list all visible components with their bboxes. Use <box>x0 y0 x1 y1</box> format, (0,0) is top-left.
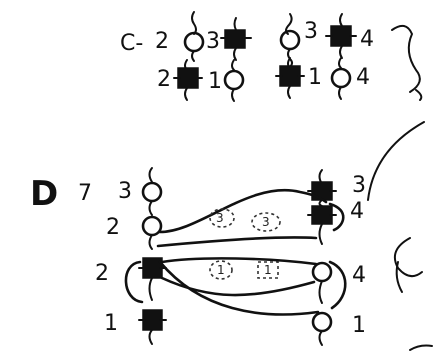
panel-c-top-label-3: 3 <box>304 19 318 44</box>
panel-d-dashed-label-2: 3 <box>262 215 270 229</box>
panel-d-pairing-loops <box>124 189 347 316</box>
panel-d-edge-stroke-3 <box>395 261 403 293</box>
panel-c-filled-chromosome-1 <box>220 17 252 61</box>
panel-c-top-label-1: 2 <box>155 29 169 54</box>
panel-c-filled-chromosome-3 <box>173 59 203 101</box>
panel-d-left-chain <box>138 167 167 345</box>
panel-d-left-label-2: 2 <box>106 215 120 240</box>
panel-d-edge-stroke-4 <box>409 344 433 351</box>
panel-c-label: C- <box>120 31 143 56</box>
panel-c-top-label-4: 4 <box>360 27 374 52</box>
panel-c: C- 2 3 3 4 2 <box>120 11 423 102</box>
panel-c-open-chromosome-2 <box>279 13 301 68</box>
panel-c-open-chromosome-4 <box>330 57 352 100</box>
panel-c-open-chromosome-1 <box>183 11 205 62</box>
panel-d-right-label-4: 1 <box>352 313 366 338</box>
panel-d-right-label-1: 3 <box>352 173 366 198</box>
panel-d-right-chain <box>307 169 337 346</box>
panel-d-label: D <box>30 174 58 214</box>
panel-c-filled-chromosome-4 <box>275 57 305 99</box>
panel-d: D 7 3 2 2 1 3 4 4 1 <box>30 121 433 351</box>
panel-c-bottom-label-4: 4 <box>356 65 370 90</box>
panel-d-right-label-2: 4 <box>350 199 364 224</box>
panel-d-dashed-chromosomes: 3 3 1 1 <box>209 208 281 280</box>
panel-d-edge-stroke-1 <box>367 121 425 201</box>
panel-c-top-label-2: 3 <box>206 29 220 54</box>
panel-c-bottom-label-1: 2 <box>157 67 171 92</box>
panel-d-edge-stroke-2 <box>394 237 423 278</box>
panel-c-filled-chromosome-2 <box>325 13 357 59</box>
panel-d-mark: 7 <box>78 181 92 206</box>
panel-c-edge-bracket <box>391 24 423 101</box>
panel-d-dashed-label-3: 1 <box>217 263 225 277</box>
panel-c-bottom-label-3: 1 <box>308 65 322 90</box>
panel-d-right-label-3: 4 <box>352 263 366 288</box>
panel-d-left-label-3: 2 <box>95 261 109 286</box>
panel-d-dashed-label-4: 1 <box>264 263 272 277</box>
panel-d-left-label-4: 1 <box>104 311 118 336</box>
panel-d-dashed-label-1: 3 <box>216 211 224 225</box>
panel-c-bottom-label-2: 1 <box>208 69 222 94</box>
panel-d-left-label-1: 3 <box>118 179 132 204</box>
panel-c-open-chromosome-3 <box>223 59 245 102</box>
